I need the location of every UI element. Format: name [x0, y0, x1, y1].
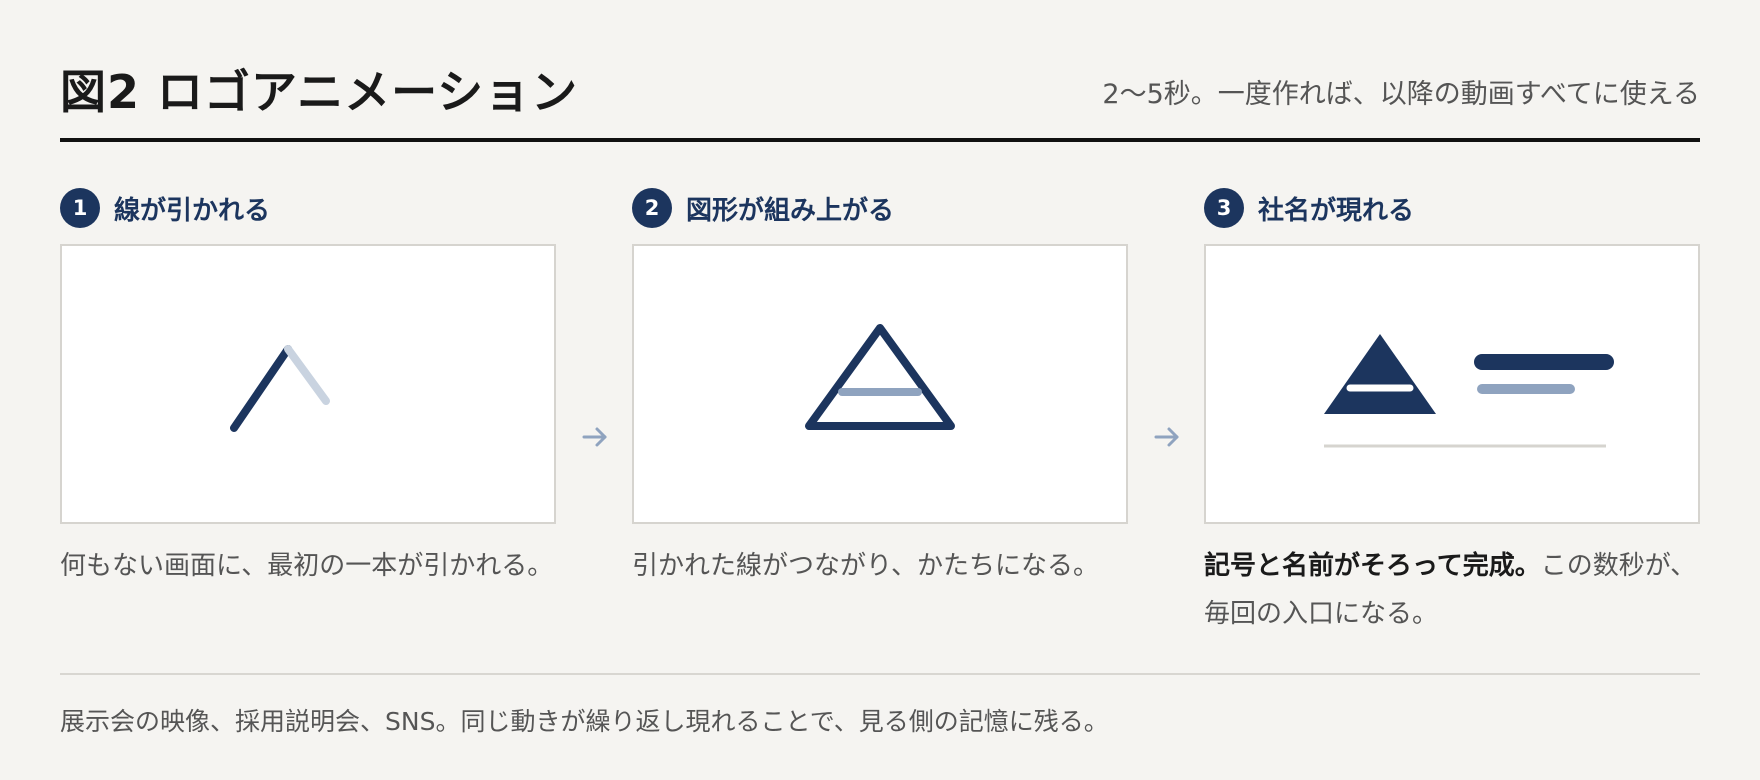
logo-complete-illustration	[1324, 334, 1614, 448]
step-title: 社名が現れる	[1258, 195, 1415, 226]
step-header: 3 社名が現れる	[1204, 186, 1700, 230]
footer-divider	[60, 673, 1700, 675]
step-header: 1 線が引かれる	[60, 186, 556, 230]
logo-triangle-mark	[1324, 334, 1436, 414]
step-number-badge: 1	[60, 188, 100, 228]
line-drawing-illustration	[230, 345, 330, 432]
step-number-badge: 2	[632, 188, 672, 228]
second-stroke-partial	[284, 345, 330, 405]
animation-frame	[632, 244, 1128, 524]
figure-title: 図2 ロゴアニメーション	[60, 65, 579, 119]
arrow-right-icon	[582, 427, 607, 447]
step-caption-text: この数秒が、毎回の入口になる。	[1204, 551, 1697, 629]
step-caption: 何もない画面に、最初の一本が引かれる。	[60, 551, 554, 581]
step-1: 1 線が引かれる 何もない画面に、最初の一本が引かれる。	[60, 186, 556, 590]
step-3: 3 社名が現れる 記号と名前がそろって完成。この数秒が、毎回の入口になる。	[1204, 186, 1700, 638]
step-caption: 引かれた線がつながり、かたちになる。	[632, 551, 1099, 581]
step-title: 線が引かれる	[114, 195, 271, 226]
triangle-outline-illustration	[805, 324, 955, 430]
arrow-right-icon	[1154, 427, 1179, 447]
step-number-badge: 3	[1204, 188, 1244, 228]
animation-frame	[1204, 244, 1700, 524]
step-caption-emphasis: 記号と名前がそろって完成。	[1204, 551, 1541, 581]
animation-frame	[60, 244, 556, 524]
step-title: 図形が組み上がる	[686, 195, 895, 226]
footer-note: 展示会の映像、採用説明会、SNS。同じ動きが繰り返し現れることで、見る側の記憶に…	[60, 707, 1109, 736]
triangle-outline	[805, 324, 955, 430]
step-header: 2 図形が組み上がる	[632, 186, 1128, 230]
step-2: 2 図形が組み上がる 引かれた線がつながり、かたちになる。	[632, 186, 1128, 590]
figure-header: 図2 ロゴアニメーション 2〜5秒。一度作れば、以降の動画すべてに使える	[60, 50, 1700, 142]
figure-subtitle: 2〜5秒。一度作れば、以降の動画すべてに使える	[1102, 79, 1700, 110]
first-stroke	[230, 345, 292, 432]
step-caption: 記号と名前がそろって完成。この数秒が、毎回の入口になる。	[1204, 542, 1700, 638]
